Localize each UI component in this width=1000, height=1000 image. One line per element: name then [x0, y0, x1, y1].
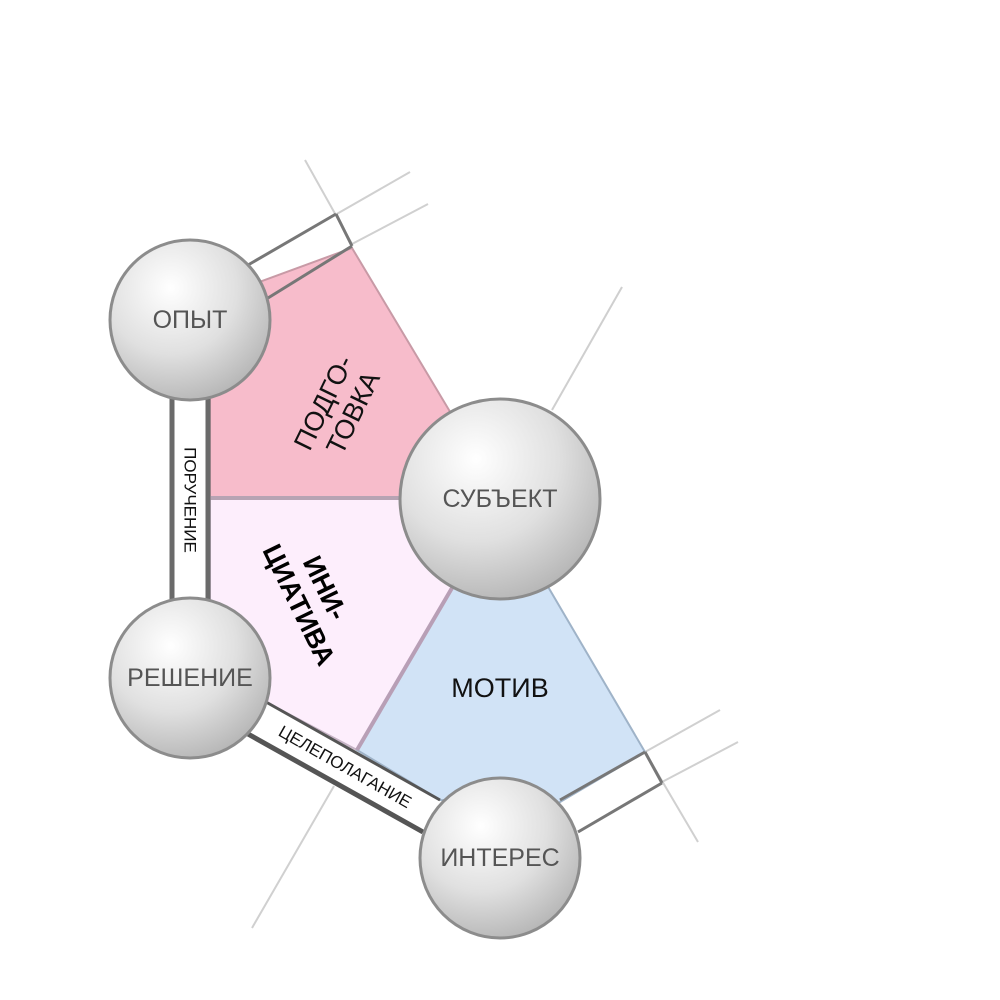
sector-divider-lower: [355, 586, 454, 752]
sector-label-motiv: МОТИВ: [451, 673, 548, 703]
guide-line-top-b: [334, 171, 411, 216]
node-label-opyt: ОПЫТ: [153, 306, 228, 334]
connector-celepolaganie: [246, 700, 441, 835]
guide-lines: [5, 159, 745, 929]
guide-line-br-b: [644, 709, 721, 753]
guide-line-lower-left: [251, 785, 335, 929]
connector-opyt-top: [247, 212, 354, 300]
node-label-subekt: СУБЪЕКТ: [443, 485, 558, 513]
guide-line-br-c: [661, 741, 739, 783]
node-reshenie[interactable]: РЕШЕНИЕ: [108, 596, 272, 760]
node-opyt[interactable]: ОПЫТ: [108, 238, 272, 402]
node-interes[interactable]: ИНТЕРЕС: [418, 776, 582, 940]
node-label-reshenie: РЕШЕНИЕ: [127, 664, 253, 692]
edge-label-poruchenie: ПОРУЧЕНИЕ: [181, 447, 200, 553]
guide-line-upper-right: [551, 286, 623, 411]
node-subekt[interactable]: СУБЪЕКТ: [398, 397, 602, 601]
connector-poruchenie: [169, 398, 211, 603]
guide-line-top-c: [351, 203, 429, 245]
node-label-interes: ИНТЕРЕС: [440, 844, 559, 872]
connector-interes-right: [559, 750, 664, 834]
